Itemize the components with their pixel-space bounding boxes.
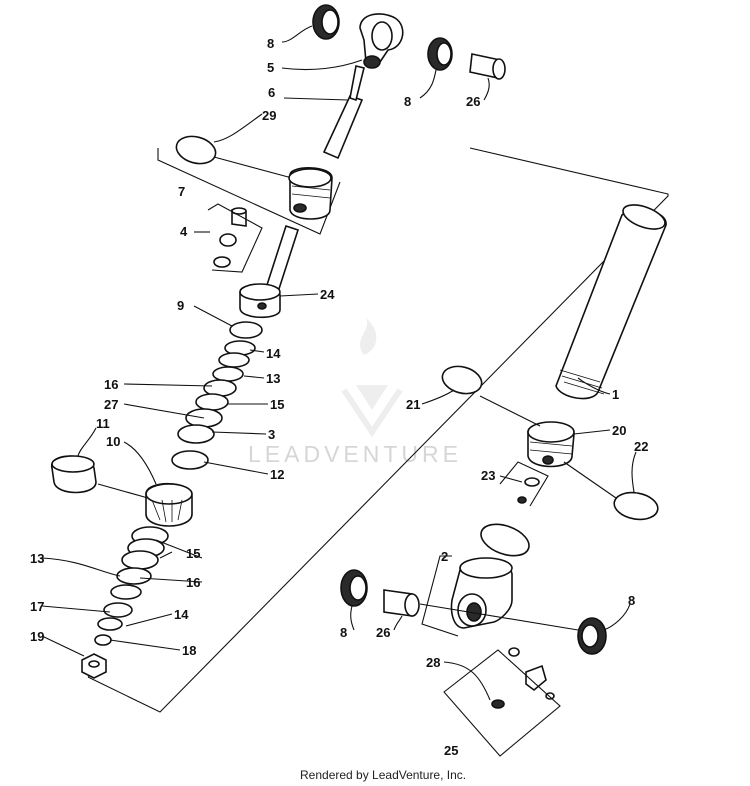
callout-7: 7	[178, 184, 185, 199]
callout-24: 24	[320, 287, 335, 302]
o-ring	[480, 523, 530, 557]
wear-band-11	[51, 455, 97, 494]
bushing-23	[517, 477, 540, 504]
callout-28: 28	[426, 655, 440, 670]
callout-2: 2	[441, 549, 448, 564]
bushing-set-4	[213, 207, 247, 268]
nut-19	[81, 653, 107, 679]
callout-4: 4	[180, 224, 188, 239]
bracket-25	[443, 649, 561, 757]
bracket-4	[207, 203, 263, 273]
callout-1: 1	[612, 387, 619, 402]
callout-5: 5	[267, 60, 274, 75]
sleeve-26-lower	[383, 589, 420, 617]
callout-29: 29	[262, 108, 276, 123]
callout-13: 13	[30, 551, 44, 566]
shim-stack-upper	[171, 321, 263, 470]
piston-rod-24	[239, 224, 300, 319]
bushing-8-lower-left	[340, 569, 368, 607]
callout-15: 15	[186, 546, 200, 561]
callout-23: 23	[481, 468, 495, 483]
bushing-8-lower-right	[577, 617, 607, 655]
seal-ring-29	[175, 135, 217, 165]
callout-18: 18	[182, 643, 196, 658]
callout-27: 27	[104, 397, 118, 412]
callout-8: 8	[404, 94, 411, 109]
callout-20: 20	[612, 423, 626, 438]
bracket-23	[499, 461, 549, 507]
leadventure-logo-icon	[341, 318, 403, 438]
shaft-6	[322, 65, 365, 160]
callout-8: 8	[628, 593, 635, 608]
callout-16: 16	[186, 575, 200, 590]
bottom-eye-2	[450, 557, 513, 629]
callout-6: 6	[268, 85, 275, 100]
callout-9: 9	[177, 298, 184, 313]
cap-assembly	[288, 167, 333, 220]
callout-25: 25	[444, 743, 458, 758]
watermark-text: LEADVENTURE	[248, 441, 462, 467]
axis-line-lower	[419, 603, 579, 631]
bushing-8-top-right	[427, 37, 453, 71]
ring-22	[613, 491, 659, 521]
shock-body-1	[555, 204, 667, 400]
callout-17: 17	[30, 599, 44, 614]
callout-10: 10	[106, 434, 120, 449]
seal-head-20	[527, 421, 575, 468]
callout-11: 11	[96, 416, 110, 431]
callout-21: 21	[406, 397, 420, 412]
callouts: 8 5 8 26 6 29 7 4 24 9 14 13 16 15 27 3 …	[30, 36, 648, 758]
callout-8: 8	[340, 625, 347, 640]
callout-16: 16	[104, 377, 118, 392]
piston-10	[145, 483, 193, 527]
sleeve-26-top	[469, 53, 506, 80]
callout-12: 12	[270, 467, 284, 482]
callout-19: 19	[30, 629, 44, 644]
callout-13: 13	[266, 371, 280, 386]
callout-22: 22	[634, 439, 648, 454]
eye-end-5	[359, 13, 404, 69]
bracket-2	[421, 555, 459, 637]
callout-8: 8	[267, 36, 274, 51]
watermark: LEADVENTURE	[248, 318, 462, 467]
shim-stack-lower	[94, 526, 169, 646]
footer-credit: Rendered by LeadVenture, Inc.	[300, 768, 466, 782]
assembly-outline	[87, 147, 669, 713]
callout-14: 14	[266, 346, 281, 361]
fitting-kit-25	[491, 647, 555, 709]
callout-26: 26	[376, 625, 390, 640]
bushing-8-top-left	[312, 4, 340, 40]
callout-14: 14	[174, 607, 189, 622]
leader-lines	[41, 25, 637, 701]
callout-26: 26	[466, 94, 480, 109]
callout-3: 3	[268, 427, 275, 442]
callout-15: 15	[270, 397, 284, 412]
ring-21	[441, 365, 483, 395]
leader-29-line	[213, 156, 293, 179]
